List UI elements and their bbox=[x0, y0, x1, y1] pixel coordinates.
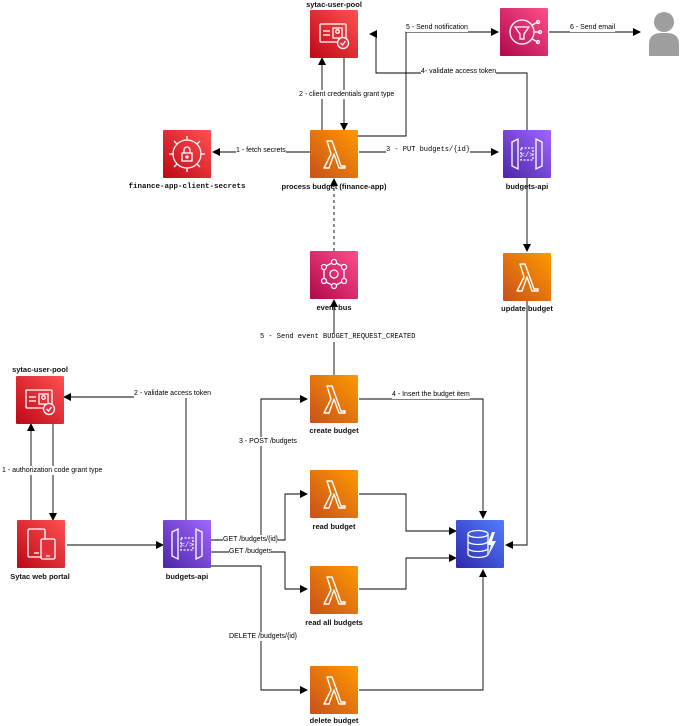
edge-label-send-event: 5 - Send event BUDGET_REQUEST_CREATED bbox=[260, 333, 416, 342]
node-title-budgets-api-top: budgets-api bbox=[505, 182, 549, 191]
edge-label-post-budgets: 3 - POST /budgets bbox=[239, 437, 297, 446]
sns-icon bbox=[500, 8, 548, 56]
user-icon bbox=[648, 10, 680, 56]
node-title-budgets-api-bottom: budgets-api bbox=[165, 572, 209, 581]
node-title-pool-left: sytac-user-pool bbox=[12, 365, 68, 374]
edge-delete-dynamodb bbox=[359, 569, 487, 691]
lambda-icon bbox=[310, 666, 358, 714]
edge-label-send-email: 6 - Send email bbox=[570, 23, 616, 32]
eventbridge-icon bbox=[310, 251, 358, 299]
secrets-manager-icon bbox=[163, 130, 211, 178]
svg-text:</>: </> bbox=[181, 542, 194, 550]
edge-label-fetch-secrets: 1 - fetch secrets bbox=[236, 146, 286, 155]
api-gateway-icon: </> bbox=[503, 130, 551, 178]
edge-label-get-budget-id: GET /budgets/{id} bbox=[223, 535, 279, 544]
node-title-update: update budget bbox=[501, 304, 553, 313]
api-gateway-icon: </> bbox=[163, 520, 211, 568]
edge-read-dynamodb bbox=[359, 493, 457, 535]
lambda-icon bbox=[310, 130, 358, 178]
edge-label-get-budgets: GET /budgets bbox=[229, 547, 273, 556]
edge-insert-item bbox=[359, 398, 487, 519]
node-title-portal: Sytac web portal bbox=[10, 572, 70, 581]
edge-label-delete-budget-id: DELETE /budgets/{id} bbox=[229, 632, 298, 641]
dynamodb-icon bbox=[456, 520, 504, 568]
lambda-icon bbox=[310, 375, 358, 423]
edge-label-validate-left: 2 - validate access token bbox=[134, 389, 212, 398]
node-title-read: read budget bbox=[312, 522, 356, 531]
edge-get-budget-id bbox=[210, 490, 308, 541]
edge-label-send-notification: 5 - Send notification bbox=[406, 23, 468, 32]
node-title-event-bus: event bus bbox=[316, 303, 352, 312]
lambda-icon bbox=[310, 470, 358, 518]
node-title-delete: delete budget bbox=[309, 716, 359, 725]
edge-label-client-credentials: 2 - client credentials grant type bbox=[299, 90, 395, 99]
svg-text:</>: </> bbox=[521, 152, 534, 160]
edge-validate-top bbox=[369, 30, 528, 130]
edge-update-dynamodb bbox=[505, 301, 528, 549]
edge-label-put-budgets: 3 - PUT budgets/{id} bbox=[386, 146, 471, 155]
node-title-process: process budget (finance-app) bbox=[281, 182, 387, 191]
edge-post-budgets bbox=[210, 395, 308, 541]
node-title-pool-top: sytac-user-pool bbox=[306, 0, 362, 9]
edge-label-insert-item: 4 - Insert the budget item bbox=[392, 390, 470, 399]
cognito-user-pool-icon bbox=[310, 10, 358, 58]
web-portal-devices-icon bbox=[17, 520, 65, 568]
edge-readall-dynamodb bbox=[359, 554, 457, 590]
lambda-icon bbox=[310, 566, 358, 614]
lambda-icon bbox=[503, 253, 551, 301]
edge-delete-budget bbox=[210, 565, 308, 694]
edge-label-validate-top: 4- validate access token bbox=[421, 67, 497, 76]
cognito-user-pool-icon bbox=[16, 376, 64, 424]
node-title-read-all: read all budgets bbox=[305, 618, 363, 627]
node-title-secrets: finance-app-client-secrets bbox=[128, 183, 246, 191]
edge-validate-left bbox=[63, 393, 187, 520]
edge-send-notification bbox=[344, 28, 499, 137]
edge-get-budgets bbox=[210, 551, 308, 593]
node-title-create: create budget bbox=[309, 426, 359, 435]
edge-label-auth-code: 1 - authorization code grant type bbox=[2, 466, 103, 475]
